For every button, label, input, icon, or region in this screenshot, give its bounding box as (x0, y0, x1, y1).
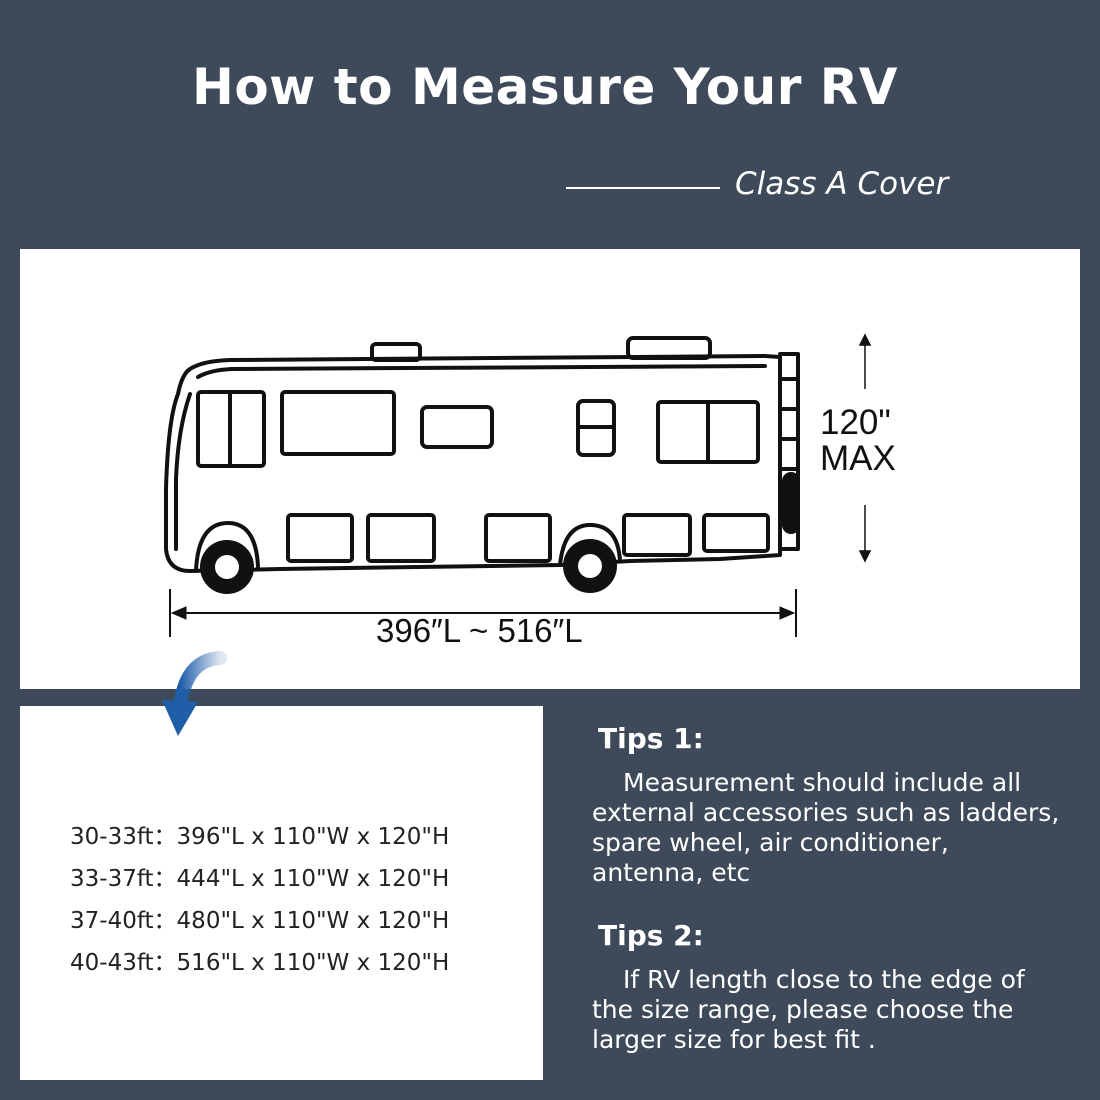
wheels (200, 539, 617, 594)
front-window (196, 390, 266, 468)
rear-ladder (778, 352, 800, 551)
size-row: 37-40ft：480"L x 110"W x 120"H (70, 908, 450, 934)
tip-2-heading: Tips 2: (598, 919, 704, 952)
page-title: How to Measure Your RV (191, 58, 899, 116)
length-arrow-icon (169, 589, 797, 637)
tip-2-body: If RV length close to the edge of the si… (592, 965, 1025, 1054)
rv-body (164, 354, 782, 573)
rv-illustration (164, 333, 872, 637)
curved-arrow-icon (162, 651, 227, 736)
storage-bay (702, 513, 770, 553)
rv-front (174, 392, 192, 551)
storage-bay (366, 513, 436, 563)
height-value: 120" (820, 403, 891, 442)
height-dimension: 120" MAX (820, 405, 910, 477)
rear-wheel-arch (558, 523, 622, 567)
storage-bay (622, 513, 692, 557)
tip-1-heading: Tips 1: (598, 722, 704, 755)
roof-line (196, 364, 767, 379)
height-arrow-icon (858, 333, 872, 563)
size-row: 30-33ft：396"L x 110"W x 120"H (70, 824, 450, 850)
size-row: 33-37ft：444"L x 110"W x 120"H (70, 866, 450, 892)
spare-wheel (782, 472, 800, 534)
side-window-1 (280, 390, 396, 456)
size-chart: 30-33ft：396"L x 110"W x 120"H 33-37ft：44… (70, 816, 449, 984)
subtitle-divider (566, 187, 720, 189)
front-wheel-arch (194, 521, 260, 573)
diagram-panel (20, 249, 1080, 689)
tip-1-body: Measurement should include all external … (592, 768, 1060, 887)
subtitle: Class A Cover (735, 166, 949, 202)
length-dimension: 396″L ~ 516″L (376, 612, 583, 649)
size-row: 40-43ft：516"L x 110"W x 120"H (70, 950, 450, 976)
storage-bay (286, 513, 354, 563)
side-window-2 (420, 405, 494, 449)
storage-bay (484, 513, 552, 563)
height-label: MAX (820, 439, 896, 478)
sizes-panel: 30-33ft：396"L x 110"W x 120"H 33-37ft：44… (20, 651, 543, 1080)
